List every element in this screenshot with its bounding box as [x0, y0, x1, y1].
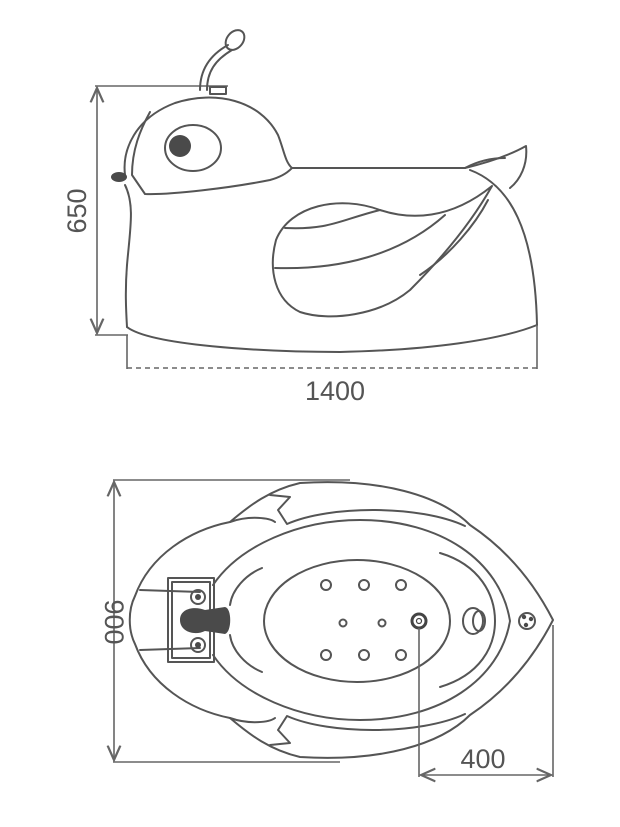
drain-offset-label: 400 [460, 744, 505, 774]
pupil [169, 135, 191, 157]
overflow-icon [462, 607, 486, 635]
jet-icon [358, 579, 370, 591]
massage-jets [320, 579, 407, 661]
drain-offset-dimension: 400 [418, 625, 554, 777]
jet-icon [320, 649, 332, 661]
length-dimension: 1400 [126, 325, 538, 406]
headrest-panel [167, 577, 231, 663]
hand-shower-icon [199, 29, 246, 95]
length-label: 1400 [305, 376, 365, 406]
height-label: 650 [62, 188, 92, 233]
duck-side-outline [111, 96, 538, 353]
drain-icon [410, 612, 428, 630]
tub-top-outline [128, 481, 554, 759]
jet-icon [377, 618, 387, 628]
jet-icon [395, 649, 407, 661]
height-dimension: 650 [62, 85, 228, 336]
inner-basin [263, 559, 451, 683]
top-view: 900 [99, 479, 554, 777]
faucet-icon [518, 612, 536, 630]
width-dimension: 900 [99, 479, 350, 763]
jet-icon [320, 579, 332, 591]
eye [164, 124, 222, 172]
jet-icon [395, 579, 407, 591]
jet-icon [358, 649, 370, 661]
width-label: 900 [99, 599, 129, 644]
jet-icon [338, 618, 348, 628]
pillow-icon [180, 607, 231, 634]
side-view: 650 [62, 29, 538, 406]
